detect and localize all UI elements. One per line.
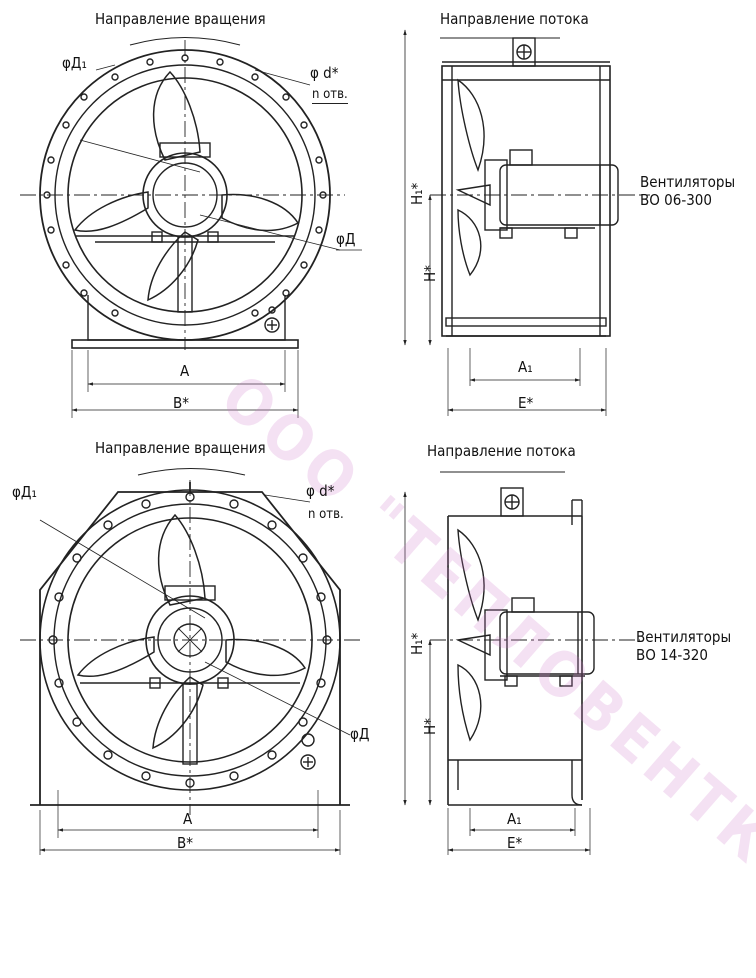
top-a1-label: A₁ (518, 358, 533, 376)
bottom-e-label: E* (507, 834, 523, 852)
top-model-line2: ВО 06-300 (640, 191, 712, 209)
top-holes-label: n отв. (312, 87, 348, 104)
technical-drawing (20, 29, 650, 855)
top-bolt-holes (43, 54, 327, 317)
bottom-rotation-title: Направление вращения (95, 439, 266, 457)
top-flow-title: Направление потока (440, 10, 589, 28)
bottom-a1-label: A₁ (507, 810, 522, 828)
top-e-label: E* (518, 394, 534, 412)
bottom-h-label: H* (421, 718, 439, 735)
top-model-line1: Вентиляторы (640, 173, 736, 191)
top-front-view (20, 37, 362, 418)
bottom-holes-label: n отв. (308, 507, 344, 522)
top-d-label: φД (336, 230, 356, 248)
top-b-label: B* (173, 394, 190, 412)
bottom-side-view (403, 471, 640, 855)
rotation-arc (129, 37, 241, 46)
bottom-a-label: A (183, 810, 193, 828)
bottom-d1-label: φД₁ (12, 483, 37, 501)
bottom-flow-title: Направление потока (427, 442, 576, 460)
top-h-label: H* (421, 265, 439, 282)
top-h1-label: H₁* (408, 182, 426, 205)
bottom-model-line1: Вентиляторы (636, 628, 732, 646)
bottom-h1-label: H₁* (408, 632, 426, 655)
top-a-label: A (180, 362, 190, 380)
bottom-model-line2: ВО 14-320 (636, 646, 708, 664)
top-rotation-title: Направление вращения (95, 10, 266, 28)
bottom-d-label: φД (350, 725, 370, 743)
top-side-view (403, 29, 650, 416)
top-d1-label: φД₁ (62, 54, 87, 72)
bottom-b-label: B* (177, 834, 194, 852)
top-d-star-label: φ d* (310, 64, 339, 82)
bottom-front-view (20, 468, 360, 855)
bottom-d-star-label: φ d* (306, 482, 335, 500)
